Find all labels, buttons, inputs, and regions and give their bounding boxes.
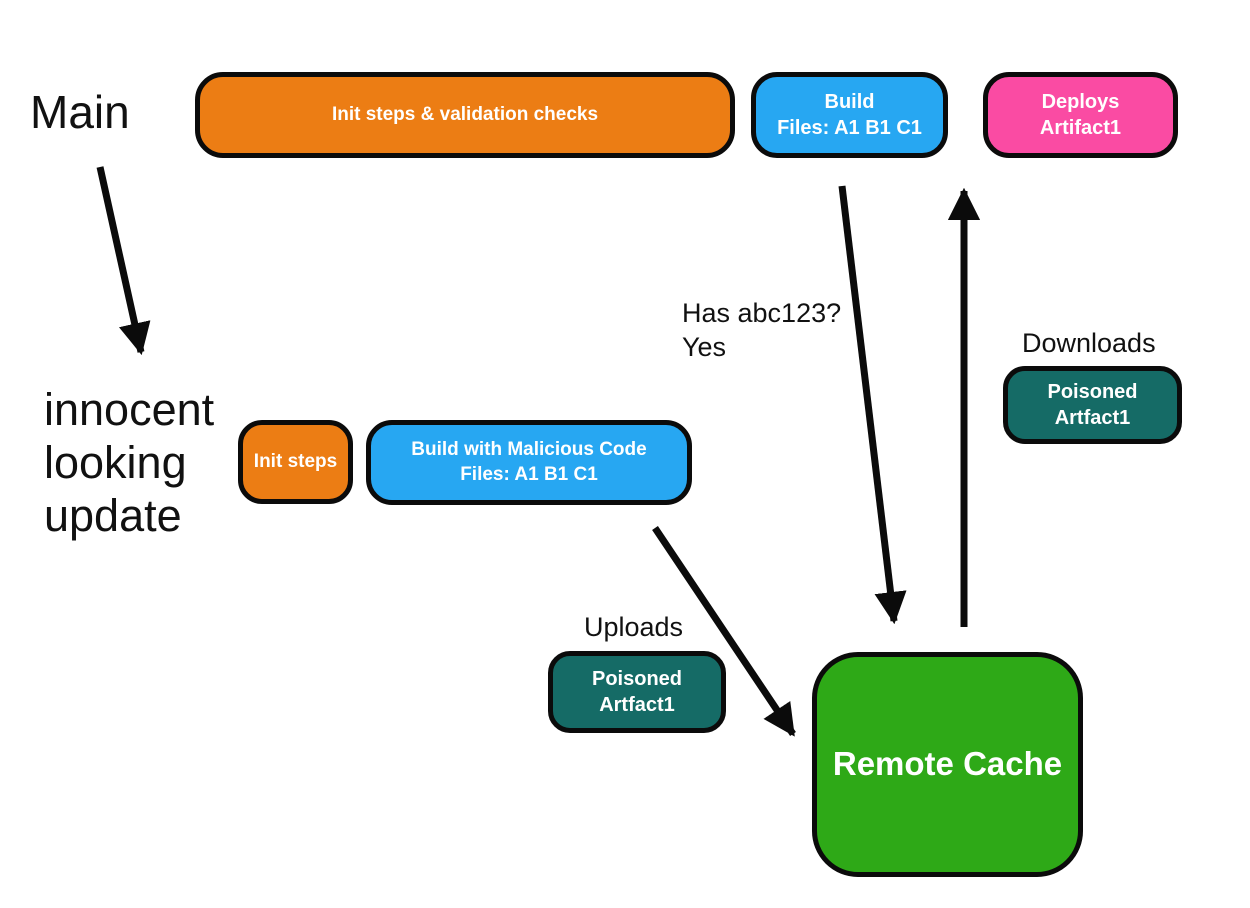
innocent-label-line3: update [44, 490, 182, 541]
arrow-build-to-remote-cache [838, 185, 907, 625]
node-deploys-artifact1: Deploys Artifact1 [983, 72, 1178, 158]
deploys-label-line2: Artifact1 [1039, 117, 1122, 139]
has-abc123-question: Has abc123? [682, 298, 842, 328]
node-init-validation-checks: Init steps & validation checks [195, 72, 735, 158]
poisoned-upload-line1: Poisoned [591, 668, 682, 690]
remote-cache-label: Remote Cache [832, 745, 1063, 783]
poisoned-upload-line2: Artfact1 [599, 694, 675, 716]
poisoned-download-line2: Artfact1 [1054, 407, 1131, 429]
innocent-label-line1: innocent [44, 384, 215, 435]
init-steps-label: Init steps [253, 450, 338, 472]
arrow-main-to-innocent-update [96, 166, 151, 356]
node-poisoned-artifact-upload: Poisoned Artfact1 [548, 651, 726, 733]
branch-label-innocent-update: innocent looking update [44, 383, 214, 542]
branch-label-main: Main [30, 86, 130, 138]
annotation-downloads: Downloads [1022, 328, 1156, 358]
deploys-label-line1: Deploys [1041, 91, 1120, 113]
node-init-steps: Init steps [238, 420, 353, 504]
poisoned-download-line1: Poisoned [1047, 381, 1138, 403]
build-malicious-label-line2: Files: A1 B1 C1 [460, 463, 598, 485]
innocent-label-line2: looking [44, 437, 187, 488]
annotation-has-abc123: Has abc123? Yes [682, 296, 841, 364]
node-poisoned-artifact-download: Poisoned Artfact1 [1003, 366, 1182, 444]
annotation-uploads: Uploads [584, 612, 684, 642]
build-label-line2: Files: A1 B1 C1 [777, 117, 922, 139]
arrow-malicious-build-to-remote-cache [652, 526, 796, 737]
build-malicious-label-line1: Build with Malicious Code [411, 438, 647, 460]
node-build: Build Files: A1 B1 C1 [751, 72, 948, 158]
build-label-line1: Build [824, 91, 875, 113]
node-remote-cache: Remote Cache [812, 652, 1083, 877]
node-build-with-malicious-code: Build with Malicious Code Files: A1 B1 C… [366, 420, 692, 505]
has-abc123-answer: Yes [682, 332, 727, 362]
init-validation-label: Init steps & validation checks [331, 103, 599, 125]
